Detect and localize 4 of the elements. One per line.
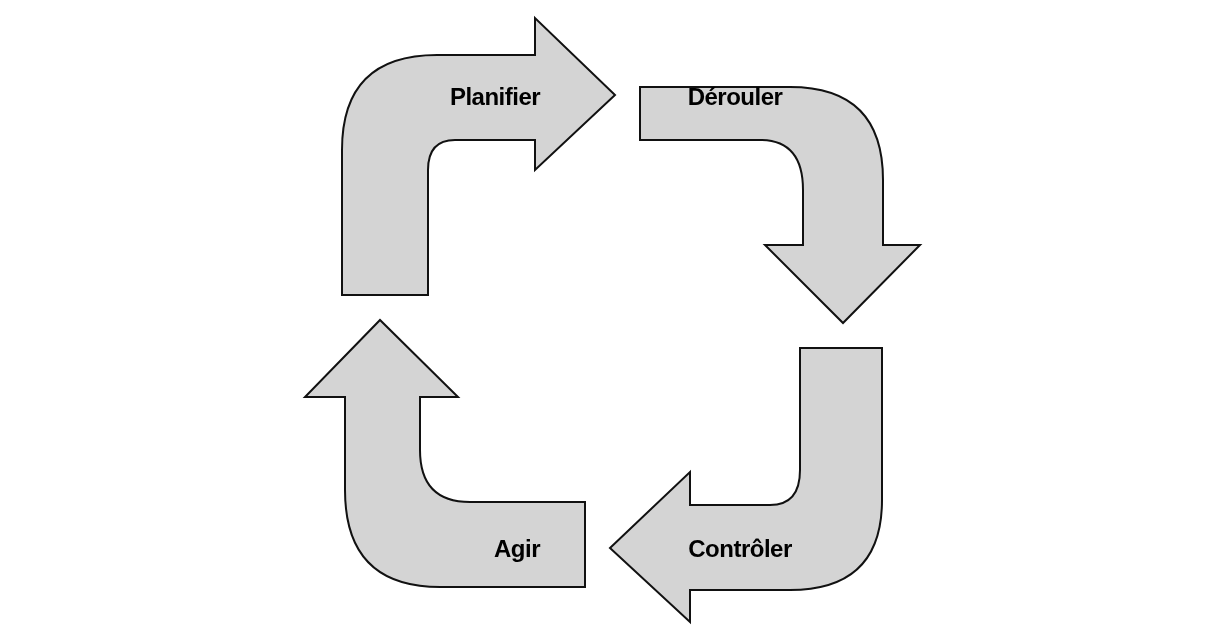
arrow-label: Planifier: [449, 83, 541, 111]
arrow-label: Dérouler: [687, 83, 783, 111]
arrow-label: Contrôler: [688, 535, 792, 563]
arrow-label: Agir: [494, 535, 540, 563]
